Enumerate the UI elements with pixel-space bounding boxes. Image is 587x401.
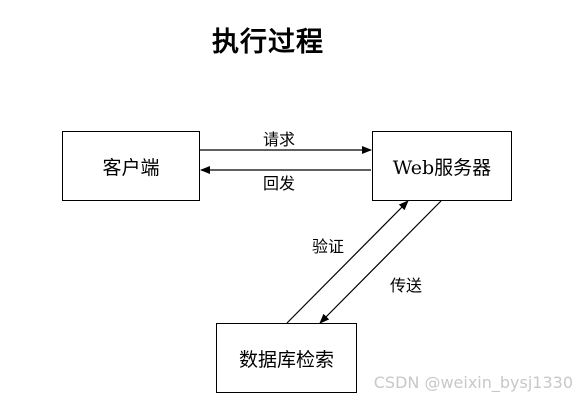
verify-label: 验证 (312, 237, 345, 256)
request-label: 请求 (263, 130, 296, 149)
client-node-label: 客户端 (102, 156, 160, 179)
verify-arrow (286, 200, 409, 324)
send-label: 传送 (390, 276, 423, 295)
reply-label: 回发 (263, 174, 296, 193)
web-server-node: Web服务器 (372, 131, 512, 201)
web-server-node-label: Web服务器 (392, 156, 492, 179)
client-node: 客户端 (62, 131, 200, 201)
diagram-title: 执行过程 (212, 27, 324, 58)
database-node-label: 数据库检索 (238, 348, 334, 371)
send-arrow (319, 200, 442, 324)
watermark: CSDN @weixin_bysj1330 (373, 373, 573, 392)
database-node: 数据库检索 (216, 323, 357, 393)
